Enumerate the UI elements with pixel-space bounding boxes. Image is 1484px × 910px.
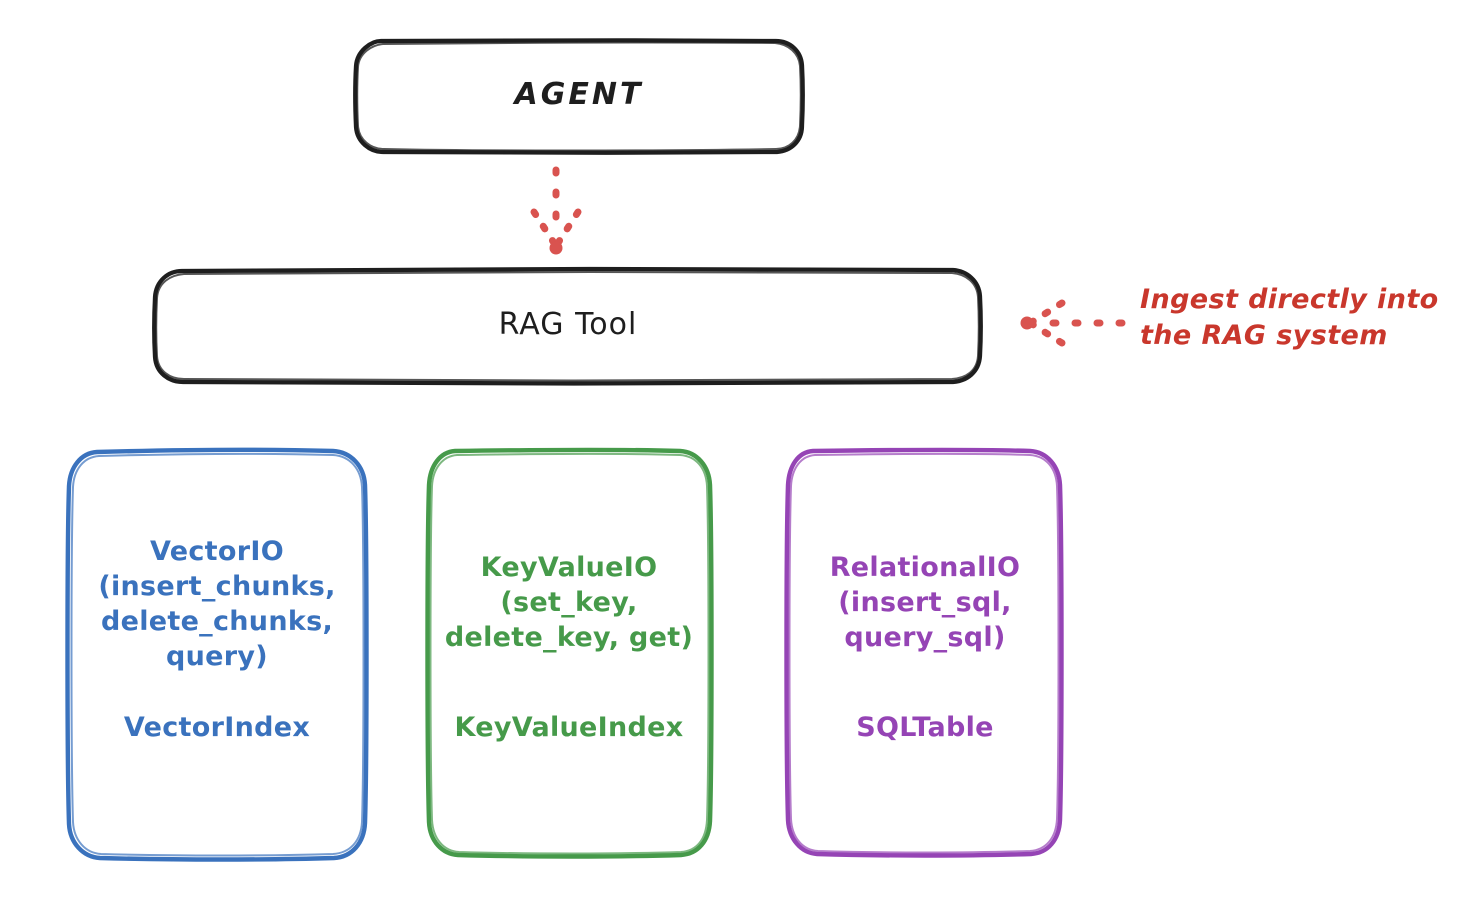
agent-box[interactable] xyxy=(353,38,805,155)
agent-to-rag-connector xyxy=(530,166,582,255)
rag-tool-box[interactable] xyxy=(152,266,983,386)
relational-io-subtitle: SQLTable xyxy=(856,712,994,743)
relational-io-title: RelationalIO (insert_sql, query_sql) xyxy=(829,552,1021,654)
ingest-to-rag-connector xyxy=(1020,299,1126,347)
relational-io-box[interactable] xyxy=(784,447,1064,858)
vector-io-title: VectorIO (insert_chunks, delete_chunks, … xyxy=(98,536,336,673)
agent-label: AGENT xyxy=(514,77,644,112)
ingest-annotation-text: Ingest directly into the RAG system xyxy=(1140,284,1439,351)
vector-io-box[interactable] xyxy=(65,447,369,862)
rag-tool-label: RAG Tool xyxy=(498,307,638,342)
key-value-io-subtitle: KeyValueIndex xyxy=(454,712,684,743)
key-value-io-box[interactable] xyxy=(425,447,714,859)
key-value-io-title: KeyValueIO (set_key, delete_key, get) xyxy=(444,552,694,654)
vector-io-subtitle: VectorIndex xyxy=(123,712,311,743)
